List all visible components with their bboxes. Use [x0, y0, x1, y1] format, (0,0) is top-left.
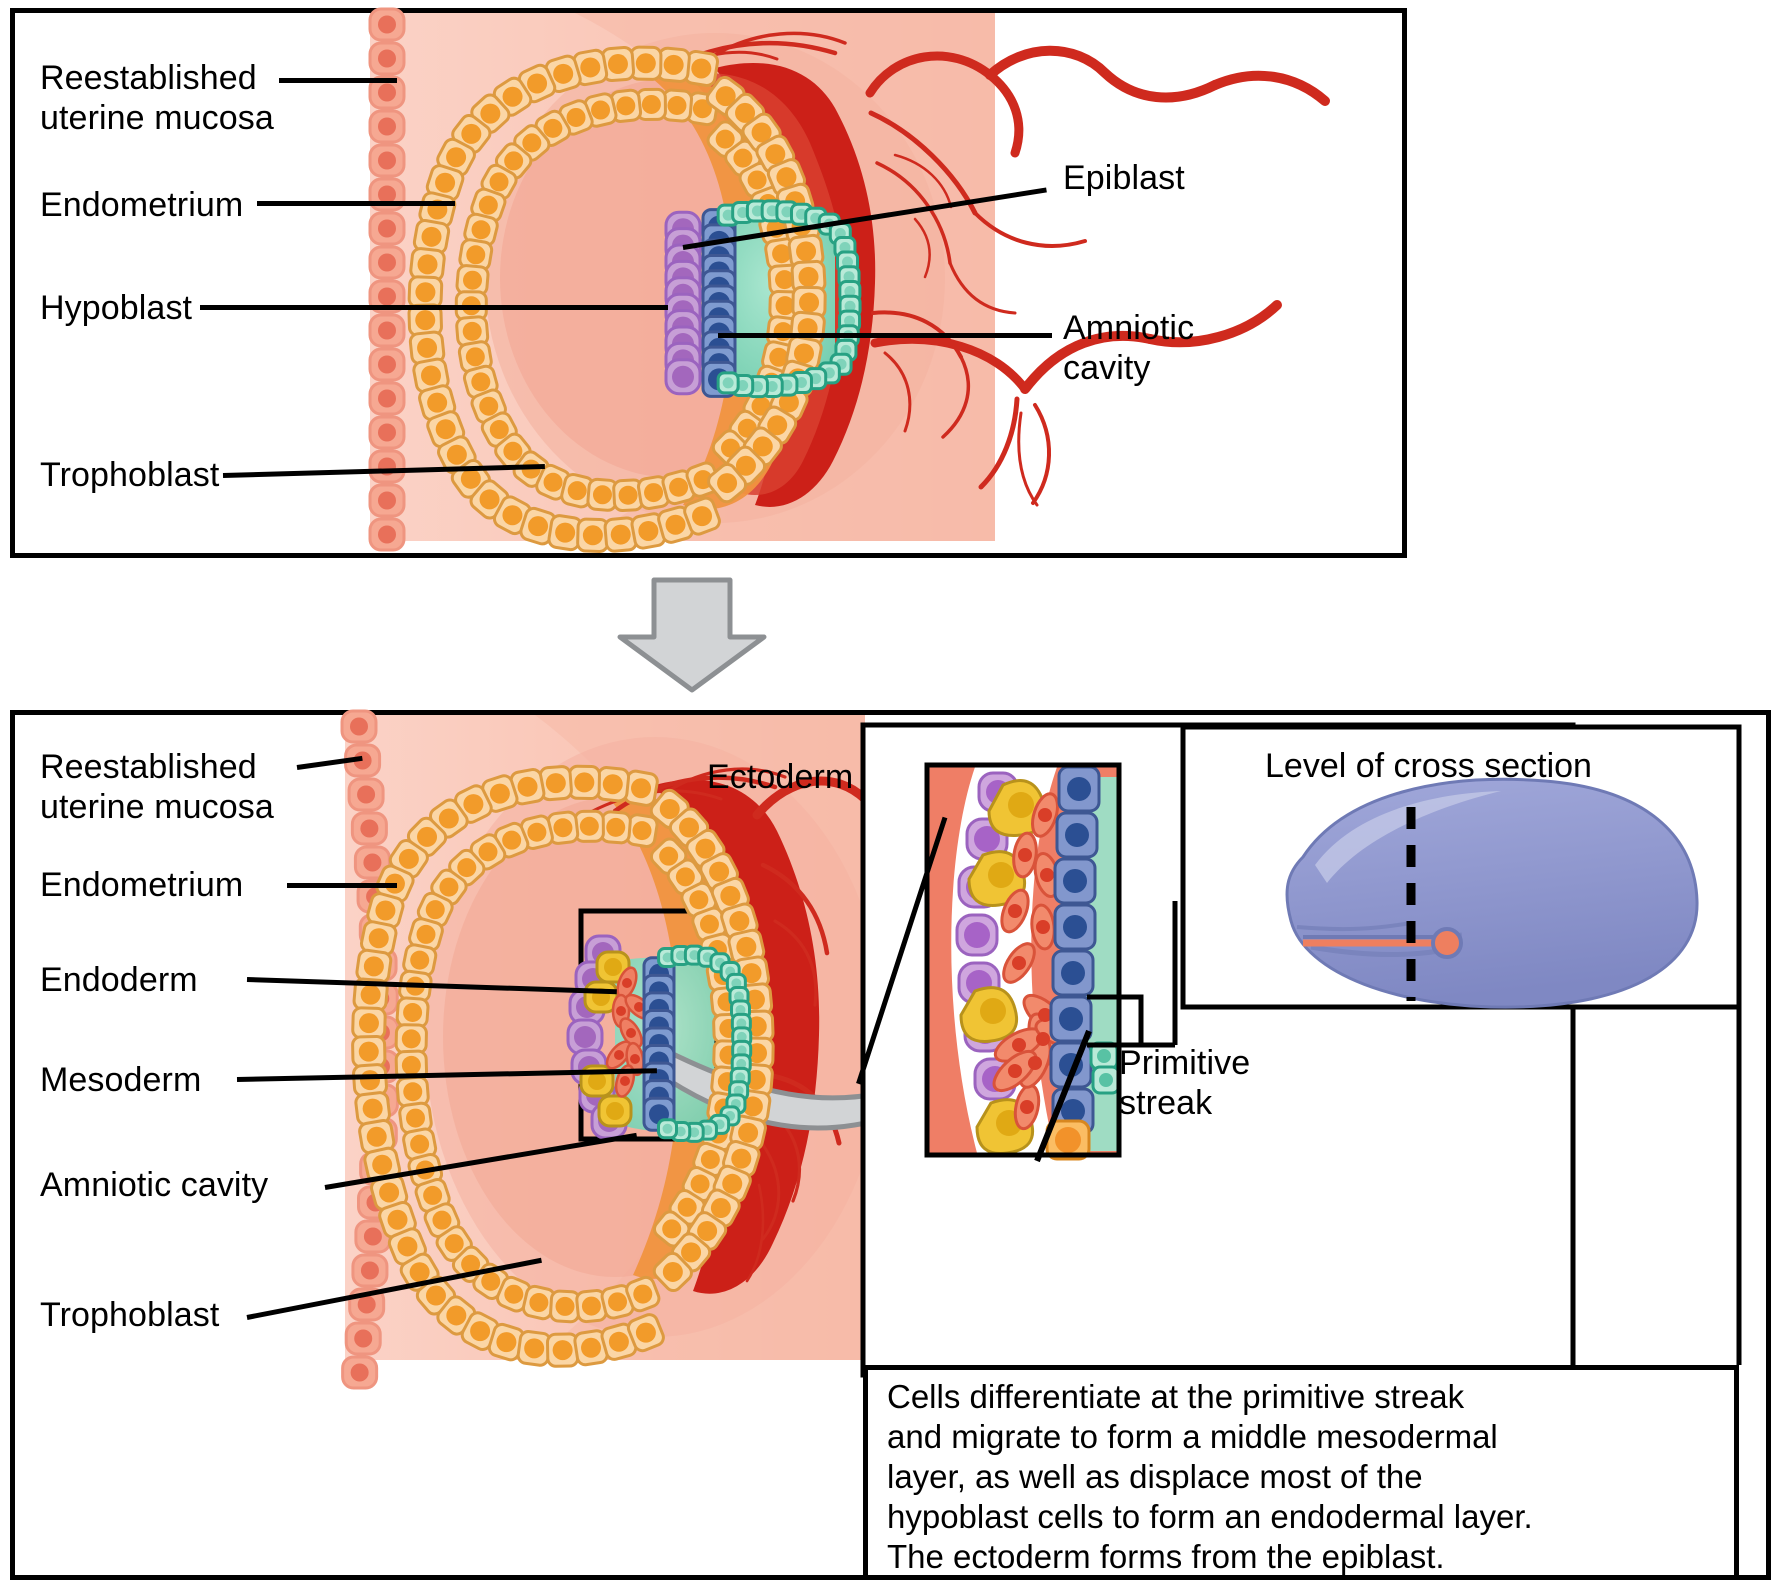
- caption-text: Cells differentiate at the primitive str…: [887, 1378, 1533, 1575]
- top-panel: Reestablished uterine mucosa Endometrium…: [10, 7, 1407, 558]
- top-panel-artwork: [368, 7, 1330, 553]
- inset-ectoderm-nuclei: [1059, 777, 1091, 1123]
- label-trophoblast: Trophoblast: [40, 456, 220, 494]
- down-arrow-between-panels: [617, 577, 767, 693]
- blood-vessels: [652, 31, 1330, 507]
- caption-box: [863, 1365, 1739, 1580]
- label-b-endometrium: Endometrium: [40, 866, 244, 904]
- label-epiblast: Epiblast: [1063, 159, 1185, 197]
- label-b-amniotic-cavity: Amniotic cavity: [40, 1166, 269, 1204]
- label-ectoderm: Ectoderm: [707, 758, 854, 796]
- inset-micrograph: [924, 762, 1122, 1161]
- label-hypoblast: Hypoblast: [40, 289, 193, 327]
- reestablished-uterine-mucosa-cells: [368, 7, 406, 552]
- cross-section-title: Level of cross section: [1265, 747, 1592, 785]
- label-primitive-streak: Primitive streak: [1119, 1044, 1251, 1122]
- leader-amniotic-cavity: [718, 333, 1052, 338]
- label-endometrium: Endometrium: [40, 186, 244, 224]
- inset-mesoderm-nuclei: [1008, 808, 1068, 1114]
- label-b-endoderm: Endoderm: [40, 961, 198, 999]
- leader-b-endometrium: [287, 883, 397, 888]
- label-b-reestablished-uterine-mucosa: Reestablished uterine mucosa: [40, 748, 274, 826]
- leader-primitive-streak-pointer: [1034, 1029, 1092, 1163]
- bottom-panel-artwork: [340, 709, 1742, 1390]
- label-b-mesoderm: Mesoderm: [40, 1061, 202, 1099]
- embryo-dorsal-view: [1285, 777, 1699, 1009]
- bottom-panel: Cells differentiate at the primitive str…: [10, 709, 1771, 1580]
- leader-endometrium: [257, 201, 455, 206]
- leader-hypoblast: [200, 305, 668, 310]
- label-b-trophoblast: Trophoblast: [40, 1296, 220, 1334]
- leader-reestablished-uterine-mucosa: [279, 78, 397, 83]
- label-reestablished-uterine-mucosa: Reestablished uterine mucosa: [40, 59, 274, 137]
- primitive-streak-bracket: [1087, 933, 1178, 1048]
- label-amniotic-cavity: Amniotic cavity: [1063, 309, 1195, 387]
